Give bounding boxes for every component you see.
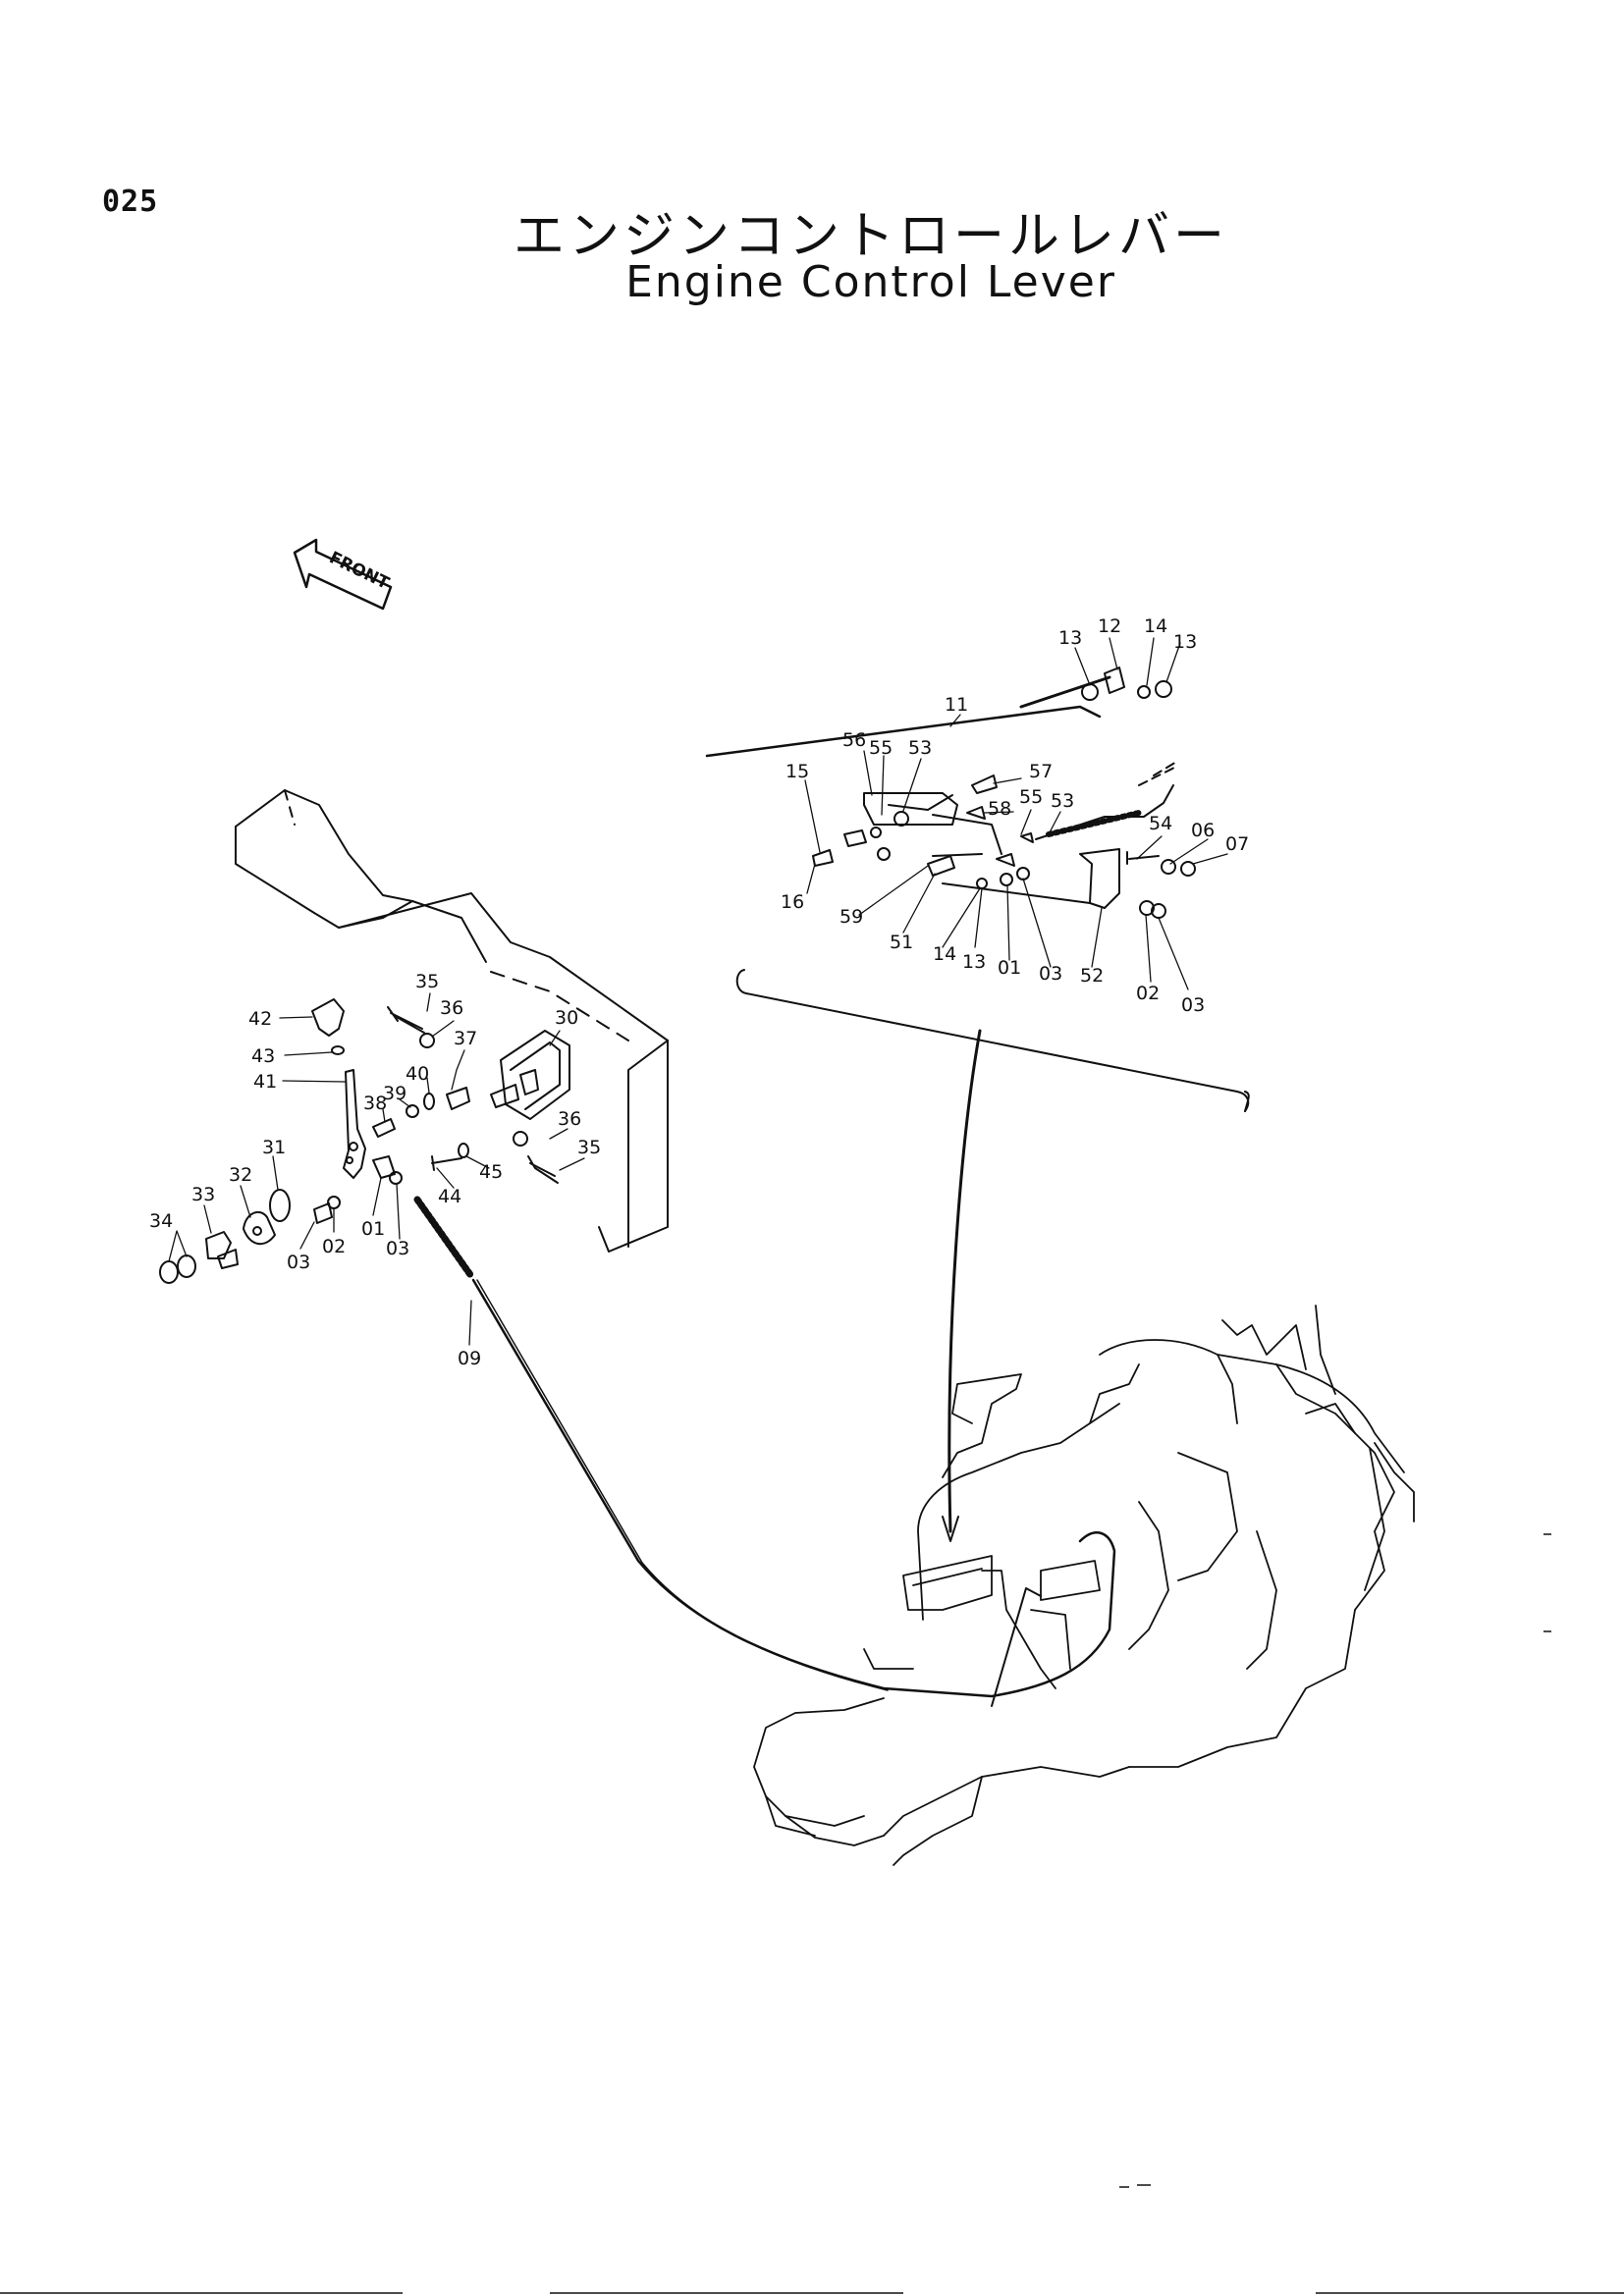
page-number: 025	[102, 185, 159, 219]
callout-35: 35	[415, 971, 439, 992]
title-japanese: エンジンコントロールレバー	[513, 207, 1228, 266]
callout-09: 09	[458, 1348, 481, 1369]
callout-02-b: 02	[1136, 983, 1160, 1004]
callout-56: 56	[842, 729, 866, 751]
inset-pointer	[942, 1029, 982, 1542]
callout-15: 15	[785, 761, 809, 782]
callout-40: 40	[406, 1063, 429, 1085]
callout-03: 03	[287, 1252, 310, 1273]
lever-bracket	[446, 1030, 570, 1120]
callout-53-b: 53	[1051, 790, 1074, 812]
callout-numbers: 42 43 41 35 36 37 30 40 39 38 36 35 44 4…	[149, 615, 1249, 1369]
callout-52: 52	[1080, 965, 1104, 987]
callout-44: 44	[438, 1186, 461, 1207]
callout-42: 42	[248, 1008, 272, 1030]
console-housing	[235, 789, 669, 1253]
callout-30: 30	[555, 1007, 578, 1029]
callout-59: 59	[839, 906, 863, 928]
engine-outline	[753, 1305, 1415, 1866]
callout-58: 58	[988, 798, 1011, 820]
callout-36-b: 36	[558, 1108, 581, 1130]
callout-53: 53	[908, 737, 932, 759]
margin-marks	[0, 1533, 1624, 2294]
control-lever	[311, 998, 366, 1179]
callout-12: 12	[1098, 615, 1121, 637]
callout-35-b: 35	[577, 1137, 601, 1158]
leader-lines	[168, 637, 1228, 1346]
callout-02: 02	[322, 1236, 346, 1257]
callout-06: 06	[1191, 820, 1215, 841]
callout-37: 37	[454, 1028, 477, 1049]
callout-45: 45	[479, 1161, 503, 1183]
callout-13-b: 13	[1173, 631, 1197, 653]
callout-07: 07	[1225, 833, 1249, 855]
callout-39: 39	[383, 1083, 406, 1104]
callout-33: 33	[191, 1184, 215, 1205]
callout-55: 55	[869, 737, 893, 759]
callout-03-b: 03	[386, 1238, 409, 1259]
throttle-cable	[372, 1155, 1116, 1707]
callout-01: 01	[361, 1218, 385, 1240]
callout-43: 43	[251, 1045, 275, 1067]
lever-friction-parts	[159, 1189, 341, 1284]
callout-41: 41	[253, 1071, 277, 1093]
callout-03-c: 03	[1039, 963, 1062, 985]
callout-51: 51	[890, 932, 913, 953]
bolts-left	[372, 1006, 559, 1184]
callout-13: 13	[1058, 627, 1082, 649]
callout-14-b: 14	[933, 943, 956, 965]
callout-03-d: 03	[1181, 994, 1205, 1016]
callout-55-b: 55	[1019, 786, 1043, 808]
front-arrow-icon	[293, 538, 393, 611]
detail-inset	[705, 667, 1250, 1112]
callout-34: 34	[149, 1210, 173, 1232]
callout-16: 16	[781, 891, 804, 913]
callout-54: 54	[1149, 813, 1172, 834]
callout-31: 31	[262, 1137, 286, 1158]
callout-01-b: 01	[998, 957, 1021, 979]
callout-13-c: 13	[962, 951, 986, 973]
title-english: Engine Control Lever	[625, 257, 1116, 307]
callout-57: 57	[1029, 761, 1053, 782]
callout-36: 36	[440, 997, 463, 1019]
callout-11: 11	[945, 694, 968, 716]
callout-38: 38	[363, 1093, 387, 1114]
callout-32: 32	[229, 1164, 252, 1186]
callout-14: 14	[1144, 615, 1167, 637]
